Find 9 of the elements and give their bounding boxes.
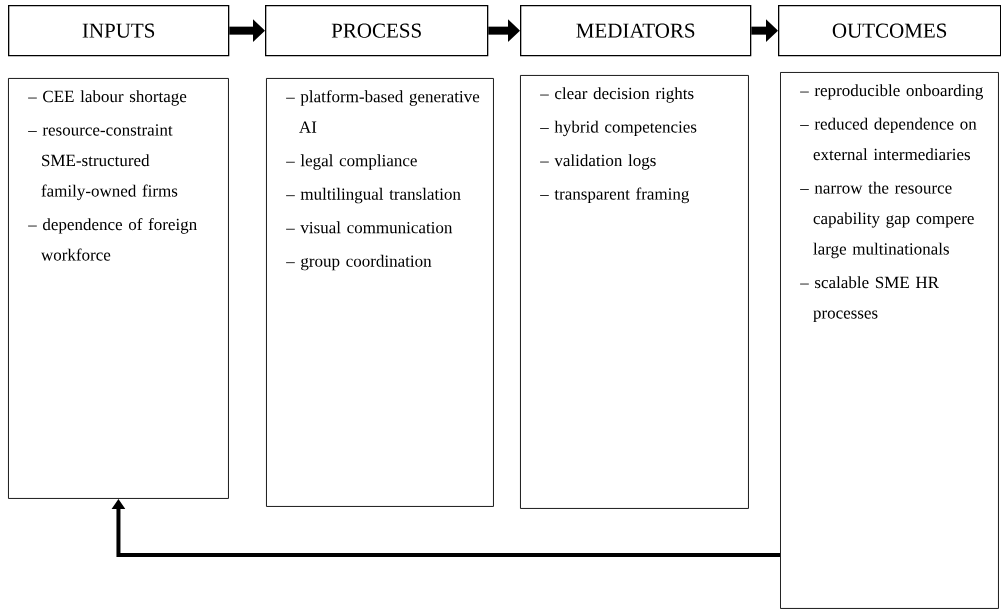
header-box: MEDIATORS [520, 5, 752, 57]
list-box: – clear decision rights – hybrid competencies – validation logs – transparent framing [520, 75, 749, 509]
header-box: INPUTS [8, 5, 230, 57]
feedback-arrow [111, 499, 780, 557]
header-box: PROCESS [265, 5, 489, 57]
list-box: – reproducible onboarding – reduced dependence on external intermediaries – narrow the resource capability gap compere large multinationals – scalable SME HR processes [780, 72, 999, 609]
list-box: – platform-based generative AI – legal compliance – multilingual translation – visual communication – group coordination [266, 78, 494, 507]
list-box: – CEE labour shortage – resource-constraint SME-structured family-owned firms – dependence of foreign workforce [8, 78, 229, 499]
header-box: OUTCOMES [778, 5, 1001, 57]
